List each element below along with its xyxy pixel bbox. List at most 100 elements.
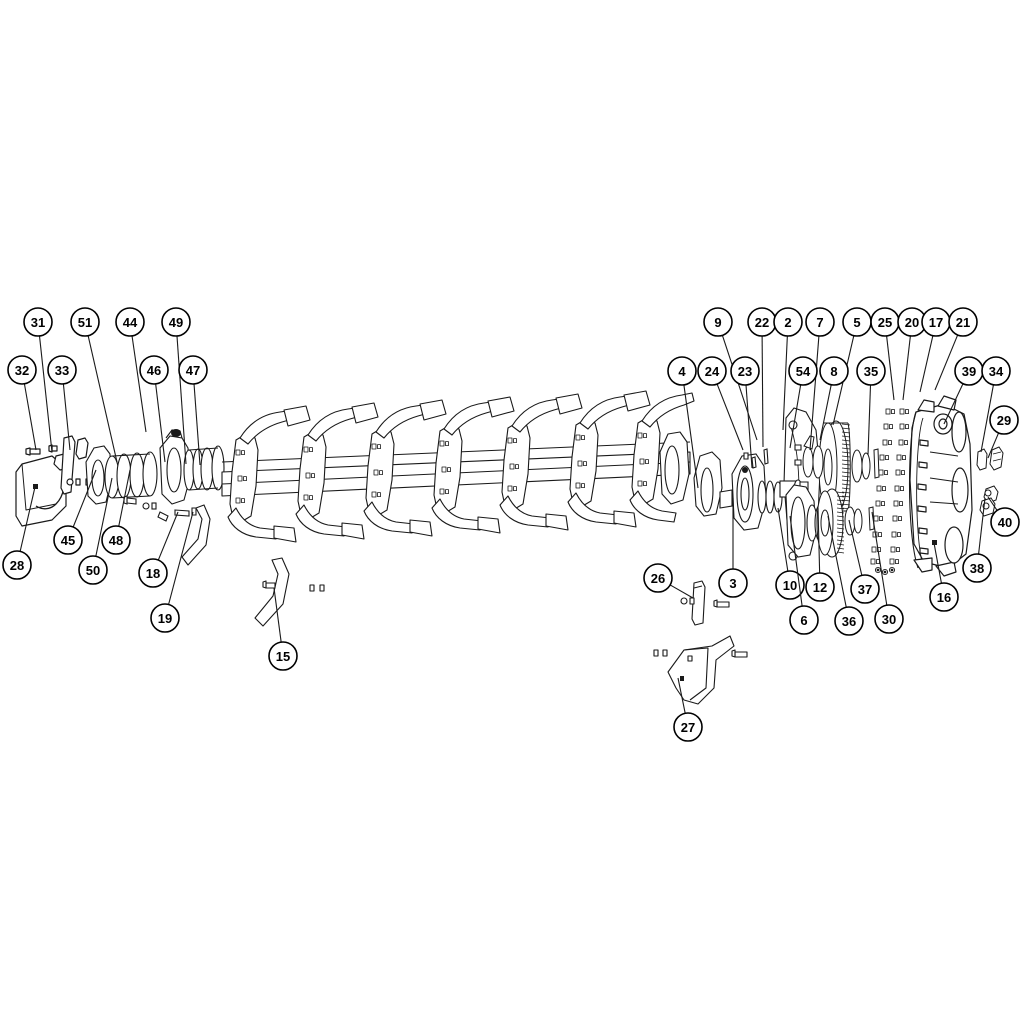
callout-6[interactable]: 6	[789, 515, 819, 635]
callout-22[interactable]: 22	[747, 307, 777, 448]
callout-44[interactable]: 44	[115, 307, 147, 433]
callout-37[interactable]: 37	[848, 519, 880, 604]
callout-47[interactable]: 47	[178, 355, 208, 466]
callout-number: 44	[123, 315, 138, 330]
callout-40[interactable]: 40	[987, 496, 1020, 537]
callout-49[interactable]: 49	[161, 307, 191, 465]
callout-30[interactable]: 30	[871, 511, 904, 634]
callout-bubble[interactable]	[773, 307, 803, 337]
callout-number: 31	[31, 315, 45, 330]
callout-bubble[interactable]	[789, 605, 819, 635]
callout-27[interactable]: 27	[673, 677, 703, 742]
callout-number: 33	[55, 363, 69, 378]
callout-bubble[interactable]	[7, 355, 37, 385]
callout-bubble[interactable]	[667, 356, 697, 386]
callout-28[interactable]: 28	[2, 486, 36, 580]
callout-32[interactable]: 32	[7, 355, 37, 451]
callout-bubble[interactable]	[775, 570, 805, 600]
callout-33[interactable]: 33	[47, 355, 77, 451]
callout-20[interactable]: 20	[897, 307, 927, 401]
callout-bubble[interactable]	[788, 356, 818, 386]
callout-number: 18	[146, 566, 160, 581]
callout-bubble[interactable]	[697, 356, 727, 386]
callout-bubble[interactable]	[805, 572, 835, 602]
callout-leader-line	[789, 384, 802, 449]
callout-bubble[interactable]	[47, 355, 77, 385]
callout-number: 26	[651, 571, 665, 586]
callout-bubble[interactable]	[23, 307, 53, 337]
callout-46[interactable]: 46	[139, 355, 169, 463]
callout-34[interactable]: 34	[980, 356, 1011, 453]
callout-bubble[interactable]	[874, 604, 904, 634]
callout-19[interactable]: 19	[150, 511, 194, 633]
callout-leader-line	[867, 384, 872, 456]
callout-bubble[interactable]	[990, 507, 1020, 537]
callout-23[interactable]: 23	[730, 356, 760, 469]
callout-leader-line	[38, 335, 53, 453]
callout-50[interactable]: 50	[78, 477, 113, 585]
callout-number: 7	[816, 315, 823, 330]
callout-9[interactable]: 9	[703, 307, 758, 441]
callout-number: 28	[10, 558, 24, 573]
callout-bubble[interactable]	[161, 307, 191, 337]
callout-16[interactable]: 16	[929, 542, 959, 612]
callout-35[interactable]: 35	[856, 356, 886, 456]
callout-21[interactable]: 21	[934, 307, 978, 391]
callout-bubble[interactable]	[70, 307, 100, 337]
callout-bubble[interactable]	[2, 550, 32, 580]
callout-number: 47	[186, 363, 200, 378]
callout-51[interactable]: 51	[70, 307, 118, 463]
callout-bubble[interactable]	[673, 712, 703, 742]
callout-leader-line	[809, 335, 820, 451]
callout-bubble[interactable]	[150, 603, 180, 633]
callout-bubble[interactable]	[929, 582, 959, 612]
callout-8[interactable]: 8	[819, 356, 849, 441]
callout-26[interactable]: 26	[643, 563, 694, 599]
callout-bubble[interactable]	[53, 525, 83, 555]
callout-24[interactable]: 24	[697, 356, 744, 451]
callout-2[interactable]: 2	[773, 307, 803, 431]
callout-bubble[interactable]	[948, 307, 978, 337]
callout-bubble[interactable]	[268, 641, 298, 671]
callout-leader-line	[273, 587, 282, 643]
callout-18[interactable]: 18	[138, 511, 179, 588]
callout-10[interactable]: 10	[775, 507, 805, 600]
callout-bubble[interactable]	[834, 606, 864, 636]
callout-36[interactable]: 36	[827, 515, 864, 636]
callout-bubble[interactable]	[101, 525, 131, 555]
callout-bubble[interactable]	[115, 307, 145, 337]
callout-45[interactable]: 45	[53, 469, 97, 555]
callout-4[interactable]: 4	[667, 356, 699, 489]
callout-bubble[interactable]	[856, 356, 886, 386]
callout-7[interactable]: 7	[805, 307, 835, 451]
callout-bubble[interactable]	[962, 553, 992, 583]
callout-bubble[interactable]	[850, 574, 880, 604]
callout-3[interactable]: 3	[718, 498, 748, 598]
callout-number: 29	[997, 413, 1011, 428]
callout-17[interactable]: 17	[919, 307, 951, 393]
callout-bubble[interactable]	[718, 568, 748, 598]
callout-12[interactable]: 12	[805, 507, 835, 602]
callout-bubble[interactable]	[805, 307, 835, 337]
callout-38[interactable]: 38	[962, 497, 992, 583]
callout-bubble[interactable]	[178, 355, 208, 385]
callout-bubble[interactable]	[981, 356, 1011, 386]
callout-number: 37	[858, 582, 872, 597]
callout-bubble[interactable]	[139, 355, 169, 385]
callout-bubble[interactable]	[819, 356, 849, 386]
callout-31[interactable]: 31	[23, 307, 53, 453]
callout-number: 40	[998, 515, 1012, 530]
callout-bubble[interactable]	[703, 307, 733, 337]
callout-bubble[interactable]	[730, 356, 760, 386]
callout-bubble[interactable]	[138, 558, 168, 588]
callout-number: 2	[784, 315, 791, 330]
callout-15[interactable]: 15	[268, 587, 298, 671]
callout-bubble[interactable]	[989, 405, 1019, 435]
callout-bubble[interactable]	[643, 563, 673, 593]
callout-29[interactable]: 29	[987, 405, 1019, 459]
callout-48[interactable]: 48	[101, 469, 131, 555]
callout-39[interactable]: 39	[943, 356, 984, 425]
callout-54[interactable]: 54	[788, 356, 818, 449]
callout-leader-line	[789, 515, 803, 607]
callout-bubble[interactable]	[78, 555, 108, 585]
